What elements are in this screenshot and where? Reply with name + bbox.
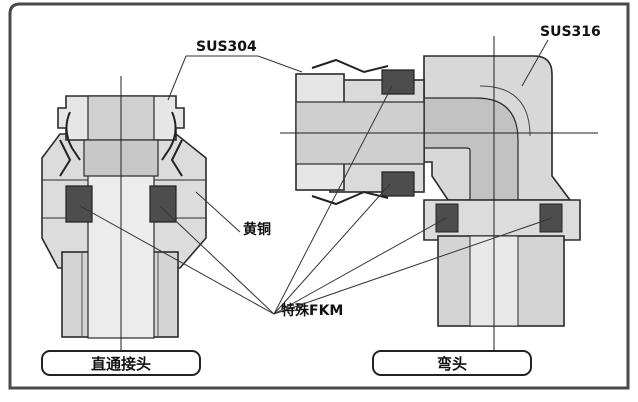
straight-oring-right: [149, 185, 177, 223]
label-brass: 黄铜: [243, 222, 271, 238]
straight-connector-drawing: [41, 76, 207, 372]
leader-fkm-2: [159, 205, 275, 315]
label-sus316: SUS316: [540, 24, 601, 40]
leader-sus304-c: [257, 55, 303, 73]
leader-fkm-6: [273, 217, 553, 315]
caption-straight: 直通接头: [41, 350, 201, 376]
leader-sus316: [521, 39, 549, 87]
leader-fkm-5: [273, 217, 447, 315]
caption-elbow: 弯头: [372, 350, 532, 376]
leader-fkm-3: [273, 85, 393, 315]
elbow-connector-drawing: [280, 36, 598, 352]
label-fkm: 特殊FKM: [281, 303, 344, 319]
leader-fkm-4: [273, 183, 391, 315]
leader-brass: [195, 191, 241, 233]
leader-fkm-1: [79, 205, 275, 315]
label-sus304: SUS304: [196, 39, 257, 55]
elbow-oring-top: [381, 69, 415, 95]
outer-frame: [8, 2, 630, 390]
elbow-oring-bottom: [381, 171, 415, 197]
leader-sus304-b: [167, 55, 187, 101]
straight-oring-left: [65, 185, 93, 223]
